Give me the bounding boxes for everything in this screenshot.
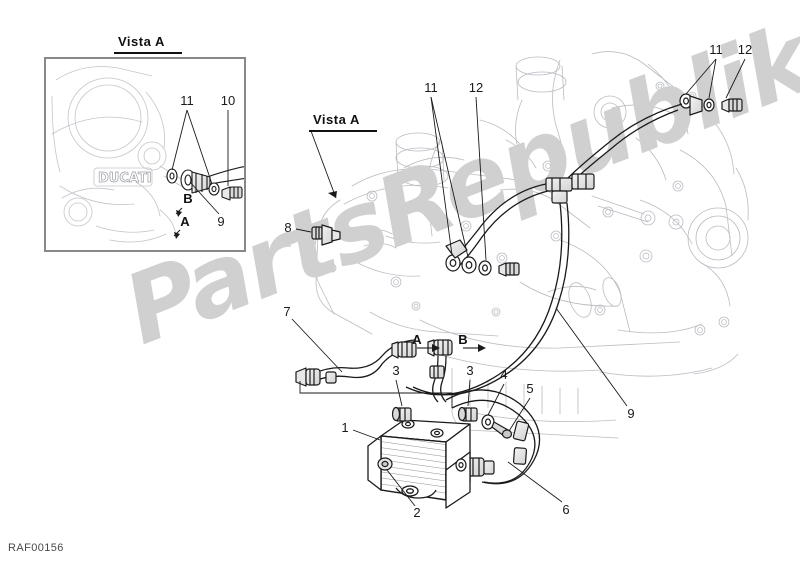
callout-number-main-5: 5 xyxy=(526,381,534,396)
vista-a-inset-box xyxy=(44,57,246,252)
callout-number-main-11-right: 11 xyxy=(709,42,723,57)
section-marker-main-A: A xyxy=(412,332,422,347)
callout-number-main-6: 6 xyxy=(562,502,570,517)
callout-number-main-9: 9 xyxy=(627,406,635,421)
section-marker-inset-B: B xyxy=(183,191,193,206)
callout-number-inset-9: 9 xyxy=(217,214,225,229)
callout-number-main-12-right: 12 xyxy=(737,42,753,57)
vista-a-main-underline xyxy=(309,130,377,132)
svg-text:DUCATI: DUCATI xyxy=(98,171,152,186)
vista-a-inset-underline xyxy=(114,52,182,54)
callout-number-main-3-left: 3 xyxy=(392,363,400,378)
callout-number-main-11-top: 11 xyxy=(424,80,438,95)
callout-number-main-3-right: 3 xyxy=(466,363,474,378)
vista-a-inset-title: Vista A xyxy=(118,34,165,49)
callout-number-main-4: 4 xyxy=(500,367,508,382)
drawing-part-number: RAF00156 xyxy=(8,542,64,554)
vista-a-main-label: Vista A xyxy=(313,112,360,127)
callout-number-inset-10: 10 xyxy=(220,93,236,108)
callout-number-main-2: 2 xyxy=(413,505,421,520)
callout-number-main-7: 7 xyxy=(283,304,291,319)
section-marker-inset-A: A xyxy=(180,214,190,229)
section-marker-main-B: B xyxy=(458,332,468,347)
callout-number-main-8: 8 xyxy=(284,220,292,235)
callout-number-main-1: 1 xyxy=(341,420,349,435)
callout-number-main-12-top: 12 xyxy=(468,80,484,95)
callout-number-inset-11: 11 xyxy=(180,93,194,108)
